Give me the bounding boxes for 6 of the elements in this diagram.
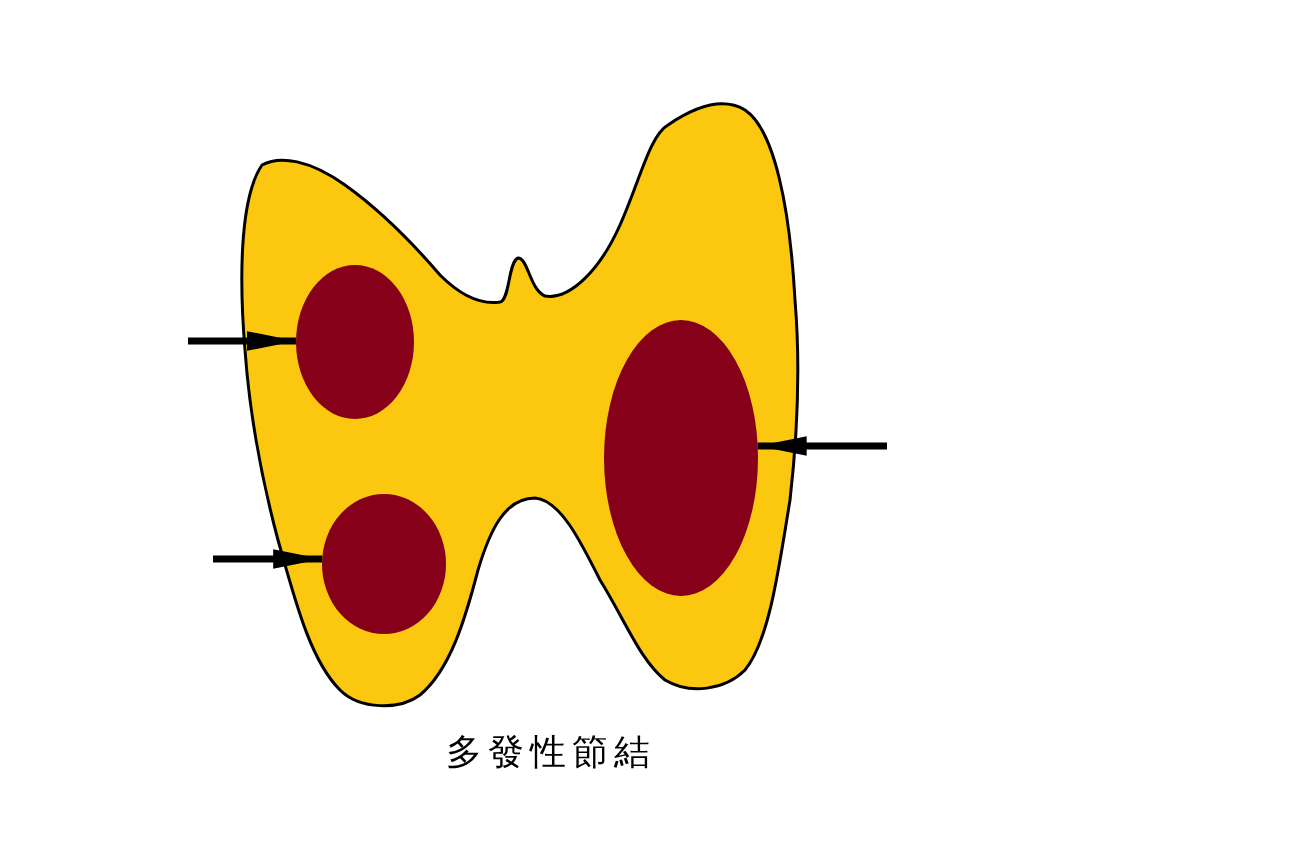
arrow xyxy=(188,331,296,351)
nodule xyxy=(322,494,446,634)
nodule xyxy=(296,265,414,419)
arrow xyxy=(213,549,323,569)
caption: 多發性節結 xyxy=(445,730,657,774)
nodule xyxy=(604,320,758,596)
